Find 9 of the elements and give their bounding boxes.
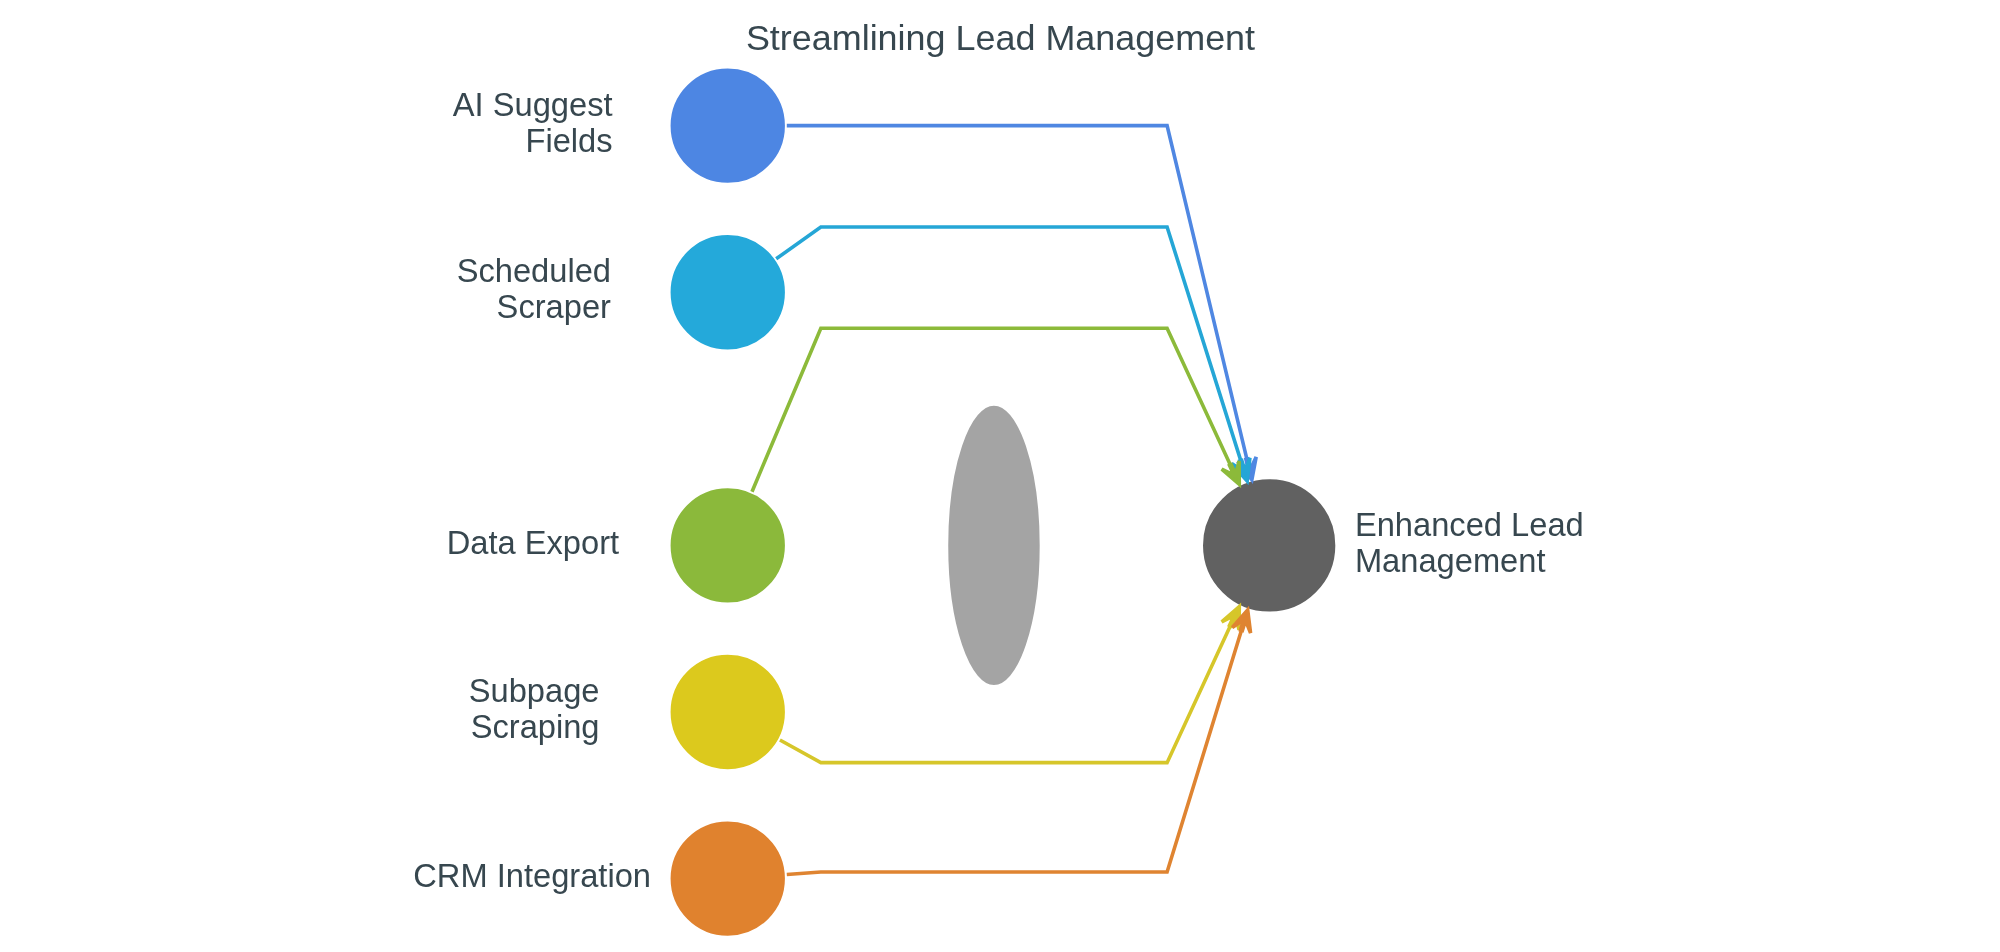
node-label: CRM Integration xyxy=(412,856,651,894)
arrow xyxy=(749,326,1241,493)
arrow xyxy=(786,608,1252,877)
diagram-title: Streamlining Lead Management xyxy=(745,16,1255,58)
node-label: Enhanced Lead Management xyxy=(1354,505,1584,579)
node-label: Scheduled Scraper xyxy=(456,252,611,326)
node-label: Data Export xyxy=(446,523,619,561)
node-label: Subpage Scraping xyxy=(468,672,600,746)
node-label: AI Suggest Fields xyxy=(452,85,613,159)
